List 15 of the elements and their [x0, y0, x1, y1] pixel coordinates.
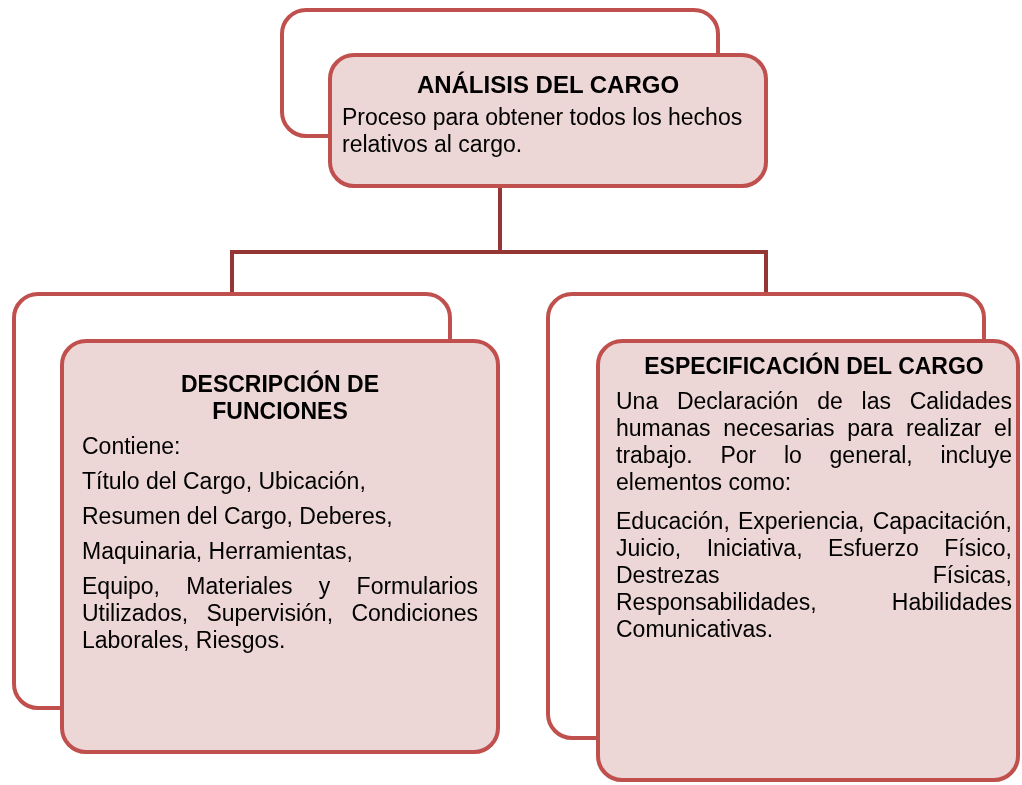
card-heading: ESPECIFICACIÓN DEL CARGO: [643, 353, 985, 380]
layered-card: [546, 292, 1022, 784]
card-text: Educación, Experiencia, Capacitación, Juicio, Iniciativa, Esfuerzo Físico, Destrezas Físicas, Responsabilidades, Habilidades Comunicativas.: [616, 508, 1012, 643]
connector-line: [498, 188, 768, 292]
card-text: Contiene:: [82, 433, 182, 460]
card-text: Equipo, Materiales y Formularios Utilizados, Supervisión, Condiciones Laborales, Riesgos.: [82, 573, 478, 654]
card-text: Título del Cargo, Ubicación,: [82, 468, 367, 495]
card-text: Proceso para obtener todos los hechos relativos al cargo.: [342, 104, 744, 158]
card-text: Maquinaria, Herramientas,: [82, 538, 354, 565]
card-heading: ANÁLISIS DEL CARGO: [415, 71, 681, 98]
card-text: Resumen del Cargo, Deberes,: [82, 503, 394, 530]
card-heading: DESCRIPCIÓN DE FUNCIONES: [179, 371, 381, 425]
layered-card: [12, 292, 502, 756]
card-text: Una Declaración de las Calidades humanas necesarias para realizar el trabajo. Por lo general, incluye elementos como:: [616, 388, 1012, 496]
layered-card: [280, 8, 770, 190]
